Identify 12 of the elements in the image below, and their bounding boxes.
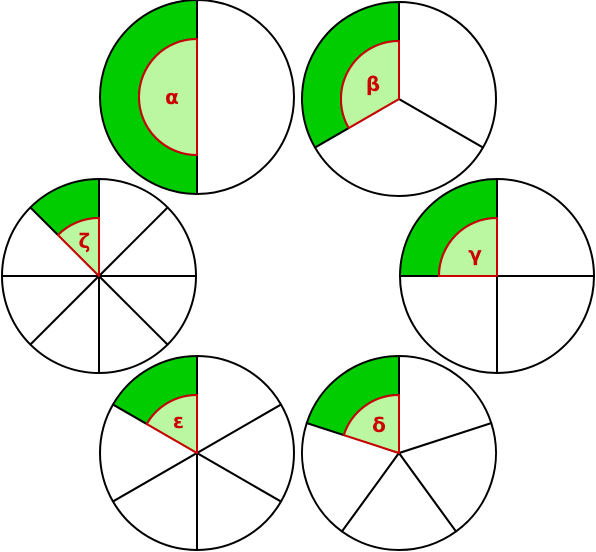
angle-label: ζ: [78, 230, 90, 251]
angle-label: α: [165, 87, 179, 107]
divided-circle: [399, 178, 595, 374]
angle-label: δ: [372, 415, 386, 436]
angle-label: ε: [172, 410, 184, 431]
divided-circle: [301, 1, 497, 197]
divided-circle: [99, 0, 295, 195]
divided-circle: [301, 355, 497, 551]
angle-label: γ: [468, 244, 482, 264]
divided-circle: [1, 178, 197, 374]
angle-label: β: [366, 74, 380, 94]
divided-circle: [99, 355, 295, 551]
